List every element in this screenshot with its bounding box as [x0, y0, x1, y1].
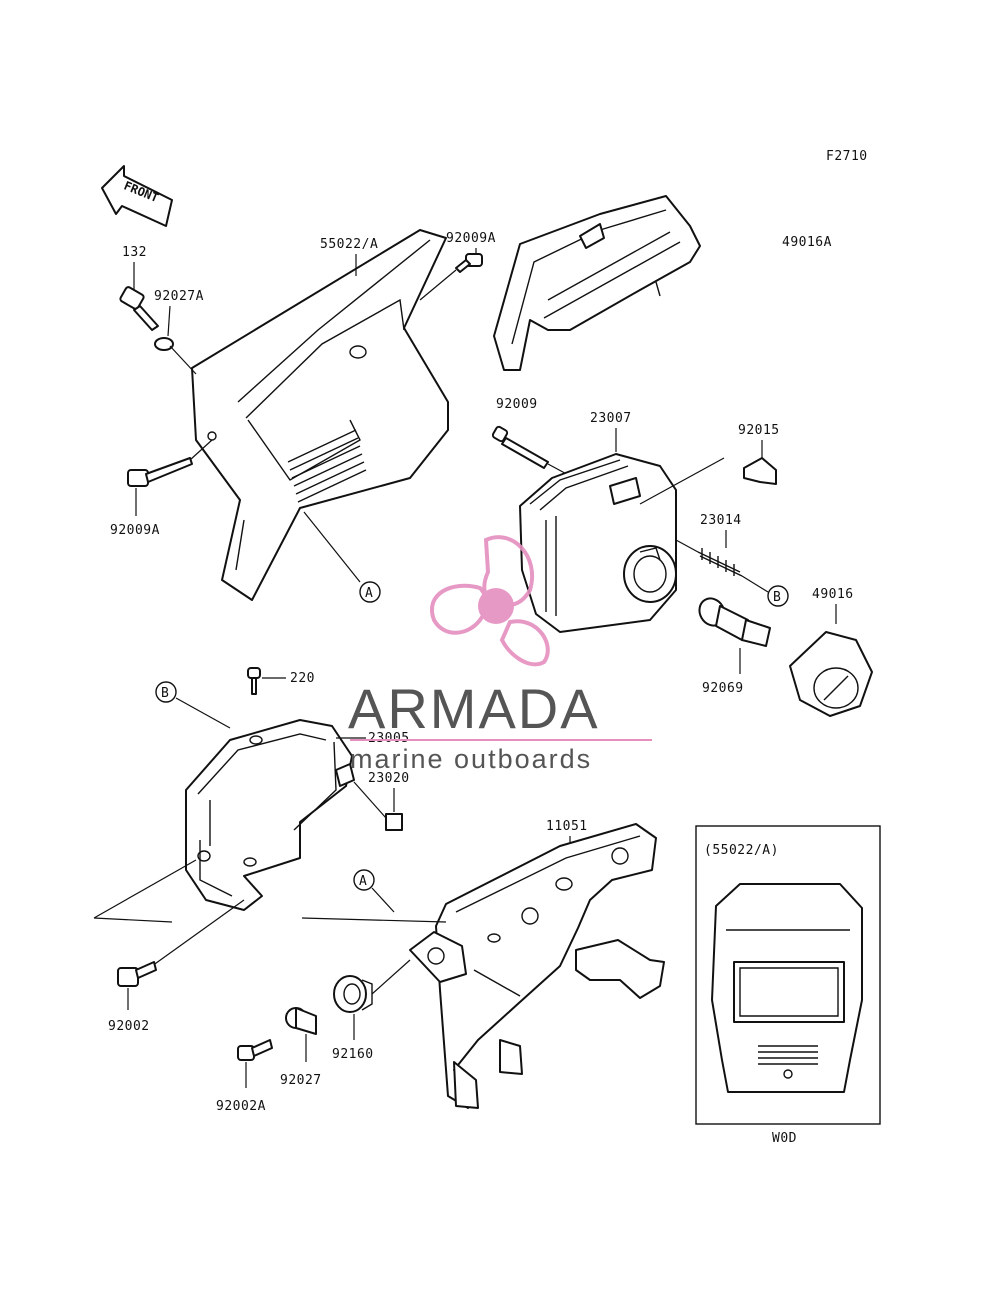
bolt-92002a	[237, 1039, 273, 1061]
bolt-92002	[117, 961, 157, 987]
part-label-92009a-top: 92009A	[446, 231, 496, 246]
part-label-55022a: 55022/A	[320, 237, 378, 252]
inset-variant-box: (55022/A)	[695, 825, 881, 1125]
part-label-92027: 92027	[280, 1073, 322, 1088]
part-label-132: 132	[122, 245, 147, 260]
grommet-92160	[333, 975, 373, 1013]
part-label-11051: 11051	[546, 819, 588, 834]
headlight-unit-23007	[519, 453, 677, 633]
part-label-92009: 92009	[496, 397, 538, 412]
watermark-tagline: marine outboards	[350, 744, 592, 774]
inset-cowl-drawing	[711, 883, 863, 1093]
part-label-92160: 92160	[332, 1047, 374, 1062]
part-label-92069: 92069	[702, 681, 744, 696]
callout-b-socket-label: B	[773, 590, 781, 605]
part-label-92009a-bottom: 92009A	[110, 523, 160, 538]
figure-code: F2710	[826, 149, 868, 164]
headlight-cowl	[191, 229, 449, 601]
screw-92009	[491, 425, 549, 469]
collar-92027	[285, 1007, 317, 1035]
bracket-23005	[185, 719, 355, 911]
nut-23020	[385, 813, 403, 831]
callout-b-socket	[767, 585, 789, 607]
inset-title: (55022/A)	[704, 843, 779, 858]
inset-caption: W0D	[772, 1131, 797, 1146]
armada-logo-icon	[430, 535, 550, 667]
part-label-92002: 92002	[108, 1019, 150, 1034]
callout-a-cowl	[359, 581, 381, 603]
socket-23014	[697, 548, 743, 577]
part-label-23020: 23020	[368, 771, 410, 786]
front-arrow-icon: FRONT	[101, 165, 173, 227]
clip-92015	[743, 457, 777, 485]
callout-b-bracket	[155, 681, 177, 703]
watermark-brand: ARMADA	[348, 677, 600, 740]
leader-92027a	[167, 305, 171, 337]
part-label-92002a: 92002A	[216, 1099, 266, 1114]
callout-a-stay	[353, 869, 375, 891]
part-label-49016a: 49016A	[782, 235, 832, 250]
part-label-220: 220	[290, 671, 315, 686]
part-label-23005: 23005	[368, 731, 410, 746]
part-label-92015: 92015	[738, 423, 780, 438]
part-label-92027a: 92027A	[154, 289, 204, 304]
screw-220	[247, 667, 261, 695]
bolt-132	[119, 286, 159, 331]
callout-b-bracket-label: B	[161, 686, 169, 701]
callout-a-stay-label: A	[359, 874, 367, 889]
headlight-rim-49016a	[493, 195, 701, 371]
rubber-boot-49016	[789, 631, 873, 717]
part-label-49016: 49016	[812, 587, 854, 602]
part-label-23007: 23007	[590, 411, 632, 426]
cowl-grille	[287, 429, 367, 503]
part-label-23014: 23014	[700, 513, 742, 528]
bulb-92069	[698, 597, 771, 647]
collar-92027a	[154, 337, 174, 351]
headlight-stay-11051	[409, 823, 665, 1109]
bolt-92009a-bottom	[127, 457, 193, 487]
bolt-92009a-top	[455, 253, 483, 273]
callout-a-cowl-label: A	[365, 586, 373, 601]
